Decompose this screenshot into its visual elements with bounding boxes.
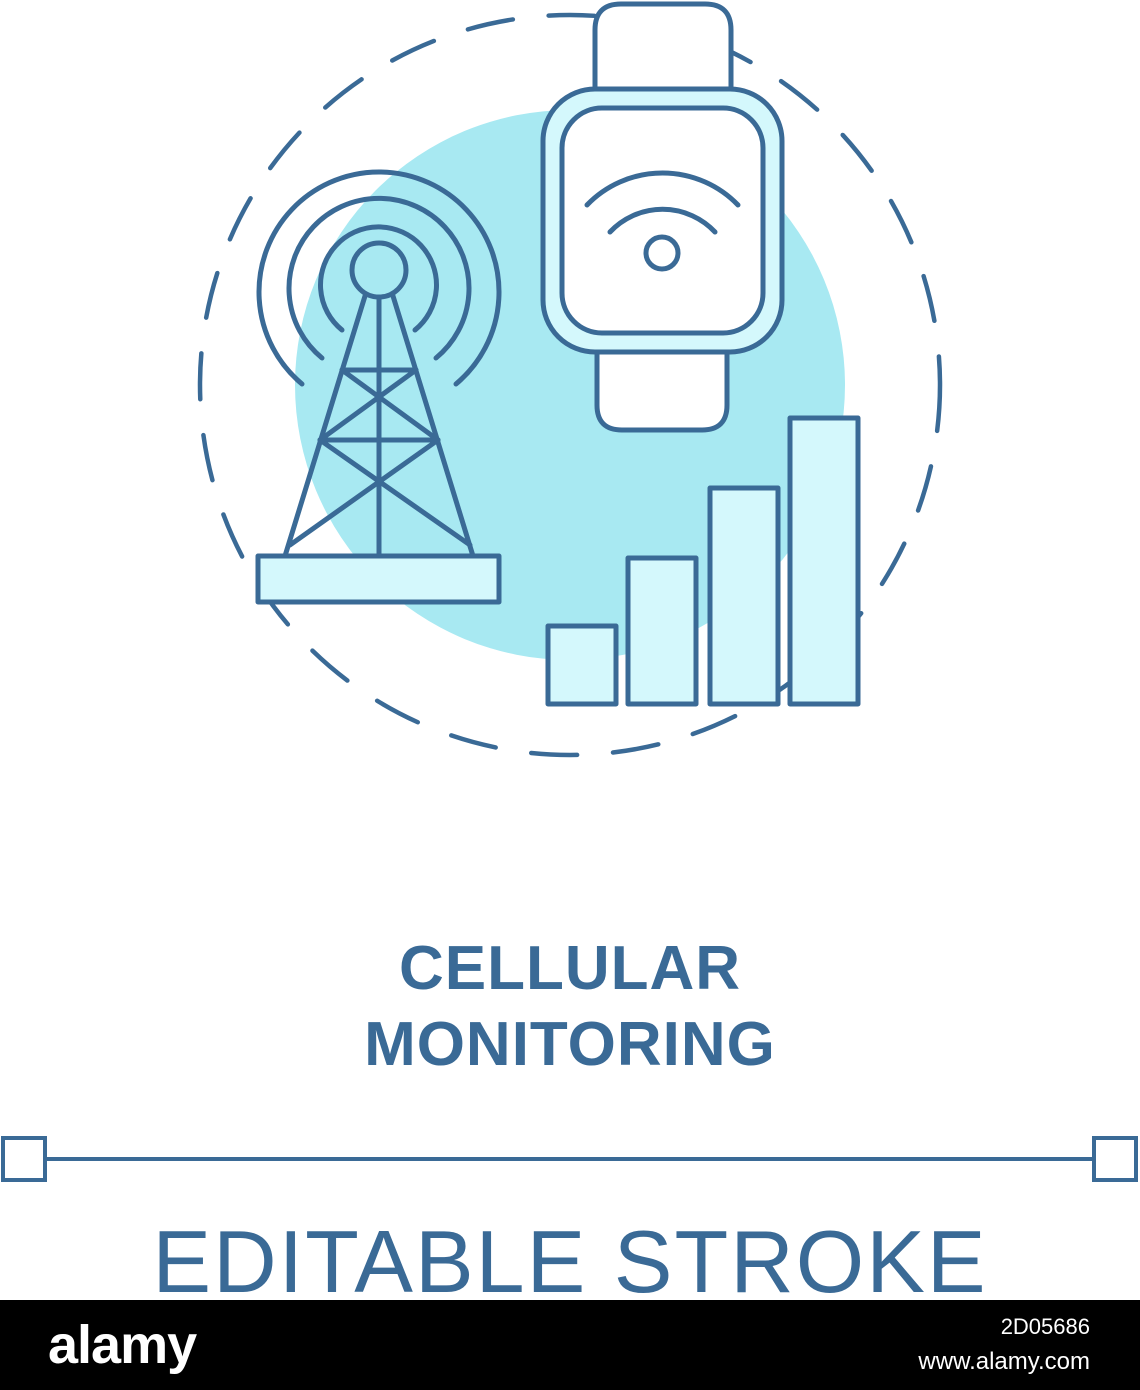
left-handle xyxy=(1,1136,47,1182)
signal-bar-3 xyxy=(707,485,781,707)
stroke-line-with-handles xyxy=(1,1136,1138,1182)
signal-bar-2 xyxy=(625,555,699,707)
cell-tower-icon xyxy=(255,169,502,605)
signal-bar-1 xyxy=(545,623,619,707)
alamy-logo: alamy xyxy=(48,1315,197,1375)
smartwatch-icon xyxy=(540,1,785,433)
signal-bar-4 xyxy=(787,415,861,707)
wifi-signal-icon xyxy=(584,170,741,272)
site-url: www.alamy.com xyxy=(918,1348,1090,1375)
dashed-circle-outline xyxy=(197,12,943,758)
signal-bars-icon xyxy=(545,415,861,707)
image-id: 2D05686 xyxy=(1000,1314,1090,1339)
editable-stroke-label: EDITABLE STROKE xyxy=(152,1212,988,1311)
watermark-footer: alamy 2D05686 www.alamy.com xyxy=(0,1300,1140,1390)
title-line-1: CELLULAR xyxy=(398,934,742,1003)
right-handle xyxy=(1092,1136,1138,1182)
title-line-2: MONITORING xyxy=(364,1010,776,1079)
